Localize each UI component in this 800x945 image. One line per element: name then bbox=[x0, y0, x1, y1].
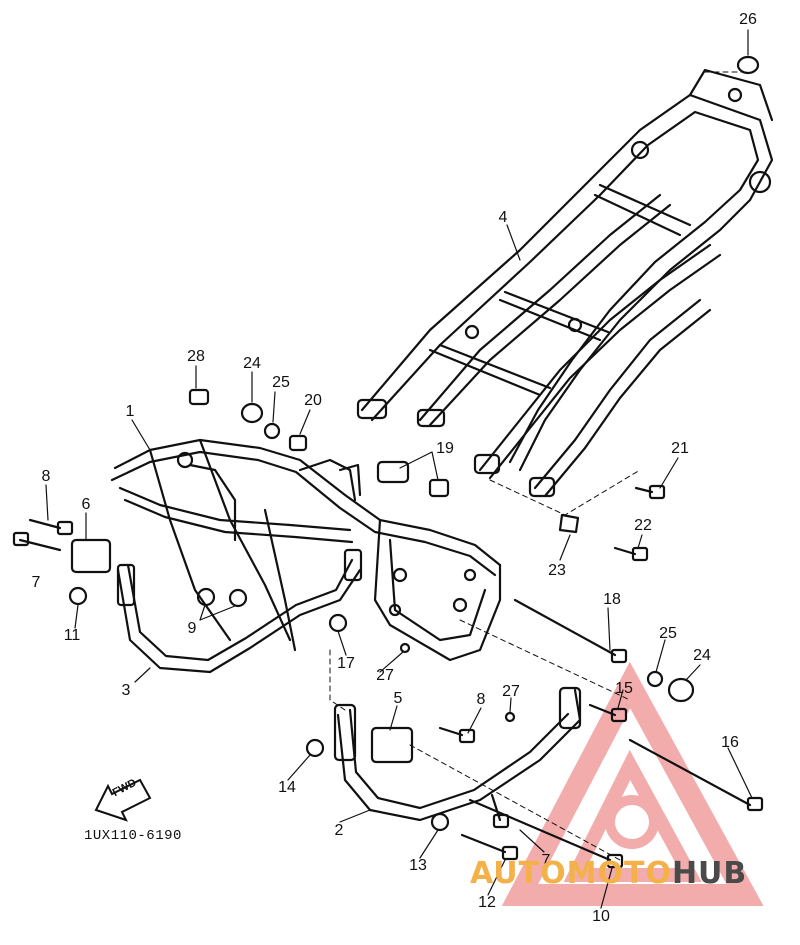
watermark-logo: AUTOMOTOHUB bbox=[470, 856, 747, 891]
callout-22: 22 bbox=[634, 517, 652, 534]
damper-24b bbox=[667, 677, 695, 703]
callout-24b: 24 bbox=[693, 647, 711, 664]
nut-11 bbox=[68, 586, 88, 606]
collar-25a bbox=[263, 422, 281, 440]
nut-13 bbox=[430, 812, 450, 832]
clip-23 bbox=[558, 513, 580, 534]
callout-7: 7 bbox=[31, 574, 41, 591]
bolt-8b bbox=[438, 726, 476, 744]
front-down-tube bbox=[116, 548, 363, 674]
part-code: 1UX110-6190 bbox=[84, 828, 182, 844]
watermark-triangle bbox=[501, 661, 764, 906]
collar-25b bbox=[646, 670, 664, 688]
nut-9b bbox=[228, 588, 248, 608]
callout-8: 8 bbox=[41, 468, 51, 485]
collar-28 bbox=[188, 388, 210, 406]
pivot-shaft-19 bbox=[376, 460, 450, 498]
long-bolt-18 bbox=[513, 598, 628, 664]
callout-12: 12 bbox=[478, 894, 496, 911]
nut-17 bbox=[328, 613, 348, 633]
leader-lines bbox=[45, 29, 753, 909]
callout-2: 2 bbox=[334, 822, 344, 839]
callout-5: 5 bbox=[393, 690, 403, 707]
callout-4: 4 bbox=[498, 209, 508, 226]
watermark-part2: HUB bbox=[671, 856, 748, 891]
callout-19: 19 bbox=[436, 440, 454, 457]
bolt-8a bbox=[28, 518, 74, 536]
callout-21: 21 bbox=[671, 440, 689, 457]
lower-bracket bbox=[333, 686, 582, 822]
callout-18: 18 bbox=[603, 591, 621, 608]
callout-26: 26 bbox=[739, 11, 757, 28]
long-bolt-16 bbox=[628, 738, 764, 812]
callout-6: 6 bbox=[81, 496, 91, 513]
callout-28: 28 bbox=[187, 348, 205, 365]
bolt-15 bbox=[588, 703, 628, 723]
bracket-5 bbox=[370, 726, 414, 764]
rear-frame bbox=[356, 68, 774, 498]
callout-3: 3 bbox=[121, 682, 131, 699]
alignment-lines bbox=[329, 71, 749, 861]
callout-23: 23 bbox=[548, 562, 566, 579]
callout-1: 1 bbox=[125, 403, 135, 420]
callout-15: 15 bbox=[615, 680, 633, 697]
callout-25: 25 bbox=[272, 374, 290, 391]
callout-14: 14 bbox=[278, 779, 296, 796]
callout-27b: 27 bbox=[502, 683, 520, 700]
callout-11: 11 bbox=[63, 627, 81, 644]
callout-24: 24 bbox=[243, 355, 261, 372]
callout-7b: 7 bbox=[541, 852, 551, 869]
callout-20: 20 bbox=[304, 392, 322, 409]
cap-26 bbox=[736, 55, 760, 75]
watermark-part1: AUTOMOTO bbox=[470, 856, 672, 891]
callout-16: 16 bbox=[721, 734, 739, 751]
bolt-21 bbox=[634, 484, 666, 500]
callout-9: 9 bbox=[187, 620, 197, 637]
bolt-7a bbox=[12, 531, 62, 552]
main-frame bbox=[110, 438, 502, 662]
bracket-6 bbox=[70, 538, 112, 574]
damper-24a bbox=[240, 402, 264, 424]
callout-10: 10 bbox=[592, 908, 610, 925]
fwd-arrow-icon bbox=[94, 778, 152, 822]
washer-27a bbox=[399, 642, 411, 654]
callout-8b: 8 bbox=[476, 691, 486, 708]
callout-27: 27 bbox=[376, 667, 394, 684]
long-bolt-10 bbox=[468, 798, 624, 869]
bolt-12 bbox=[460, 833, 519, 861]
collar-20 bbox=[288, 434, 308, 452]
callout-25b: 25 bbox=[659, 625, 677, 642]
nut-9a bbox=[196, 587, 216, 607]
nut-14 bbox=[305, 738, 325, 758]
callout-17: 17 bbox=[337, 655, 355, 672]
bolt-7b bbox=[490, 793, 510, 829]
callout-13: 13 bbox=[409, 857, 427, 874]
bolt-22 bbox=[613, 546, 649, 562]
washer-27b bbox=[504, 711, 516, 723]
